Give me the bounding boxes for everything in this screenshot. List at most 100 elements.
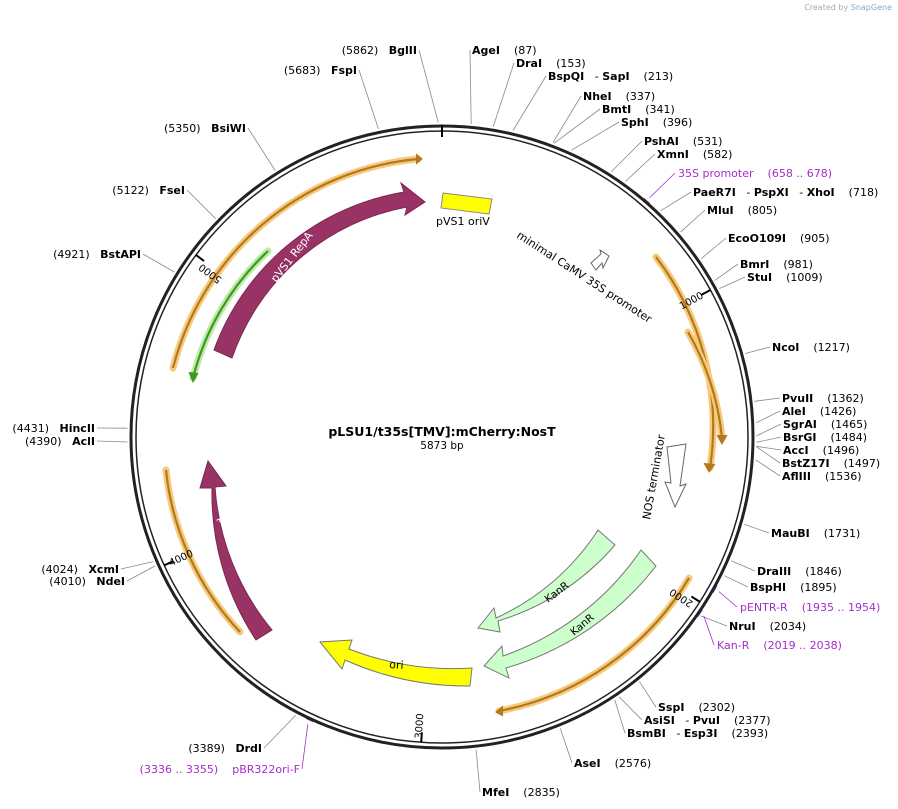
leader-ecoo109i [700,237,727,260]
site-hincii: (4431) HincII [12,422,95,435]
primer-leader-2 [703,615,715,646]
site-fsei: (5122) FseI [112,184,185,197]
feature-pvs1-oriv [440,192,493,215]
site-bmri: BmrI (981) [740,258,813,271]
site-pvuii: PvuII (1362) [782,392,864,405]
leader-bmri [714,263,739,281]
site-ndei: (4010) NdeI [49,575,125,588]
primer-pbr322ori-f: (3336 .. 3355) pBR322ori-F [140,763,300,776]
site-fspi: (5683) FspI [284,64,357,77]
site-ncoi: NcoI (1217) [772,341,850,354]
leader-agei [469,49,472,124]
snapgene-credit: Created by SnapGene [804,3,892,12]
site-mlui: MluI (805) [707,204,777,217]
site-nhei: NheI (337) [583,90,655,103]
site-ecoo109i: EcoO109I (905) [728,232,830,245]
site-bsphi: BspHI (1895) [750,581,837,594]
site-sspi: SspI (2302) [658,701,735,714]
leader-bsiwi [247,127,276,171]
leader-pvuii [754,397,781,402]
tick-label-3000: 3000 [414,713,427,739]
site-bsmbi: BsmBI - Esp3I (2393) [627,727,768,740]
primer-leader-3 [301,724,309,770]
site-acci: AccI (1496) [783,444,859,457]
site-acli: (4390) AclI [25,435,95,448]
leader-sspi [639,681,657,708]
feature-minimal-camv-35s-promoter [590,248,610,271]
feature-pvs1-repa [213,181,426,359]
site-bmti: BmtI (341) [602,103,675,116]
leader-maubi [744,523,770,534]
site-bsiwi: (5350) BsiWI [164,122,246,135]
feature-kanr-1 [477,529,616,633]
leader-asisi [618,696,643,721]
leader-asei [559,728,573,764]
leader-mlui [680,209,706,233]
leader-pshai [610,140,643,173]
primer-pentr-r: pENTR-R (1935 .. 1954) [740,601,880,614]
site-xcmi: (4024) XcmI [41,563,119,576]
plasmid-size: 5873 bp [420,440,464,452]
feature-kanr-2 [483,549,657,679]
leader-stui [719,276,746,289]
feature-ori [318,639,473,687]
leader-acci [756,445,782,451]
features [199,181,687,687]
leader-bspqi [512,75,547,131]
orf-arcs [162,153,728,717]
site-mfei: MfeI (2835) [482,786,560,799]
leader-sgrai [756,423,782,437]
tick-1000 [701,289,711,296]
label-minimal-camv-35s-promoter: minimal CaMV 35S promoter [514,229,654,326]
leader-nhei [552,95,582,143]
label-nos-terminator: NOS terminator [640,433,668,520]
leader-xcmi [120,561,154,570]
site-nrui: NruI (2034) [729,620,806,633]
tick-4000 [163,560,174,567]
site-maubi: MauBI (1731) [771,527,860,540]
leader-afliii [755,459,781,477]
site-afliii: AflIII (1536) [782,470,862,483]
leader-acli [96,440,128,443]
feature-nos-terminator [664,443,687,509]
leader-bsmbi [614,699,626,734]
leader-xmni [625,153,656,182]
snapgene-logo: SnapGene [850,3,892,12]
site-drai: DraI (153) [516,57,586,70]
leader-ncoi [745,346,771,354]
site-sgrai: SgrAI (1465) [783,418,867,431]
site-bstz17i: BstZ17I (1497) [782,457,880,470]
label-pvs1-oriv: pVS1 oriV [436,215,490,228]
tick-3000 [420,732,423,743]
feature-pvs1-staa [199,459,273,641]
leader-bstz17i [756,446,781,464]
leader-mfei [475,749,481,793]
plasmid-title: pLSU1/t35s[TMV]:mCherry:NosT [328,424,556,439]
leader-nrui [700,615,728,627]
site-agei: AgeI (87) [472,44,537,57]
leader-bsrgi [756,436,782,443]
leader-bsphi [724,575,749,588]
label-ori: ori [389,658,404,672]
site-draiii: DraIII (1846) [757,565,842,578]
site-paer7i: PaeR7I - PspXI - XhoI (718) [693,186,878,199]
site-xmni: XmnI (582) [657,148,732,161]
credit-prefix: Created by [804,3,849,12]
site-sphi: SphI (396) [621,116,692,129]
leader-paer7i [660,191,692,212]
primer-kan-r: Kan-R (2019 .. 2038) [717,639,842,652]
site-labels: (5862) BglII AgeI (87)DraI (153)BspQI - S… [12,44,880,799]
leader-sphi [571,121,620,151]
site-drdi: (3389) DrdI [188,742,262,755]
site-bglii: (5862) BglII [342,44,417,57]
site-stui: StuI (1009) [747,271,823,284]
leader-bmti [553,108,601,144]
site-alei: AleI (1426) [782,405,856,418]
primer-35s-promoter: 35S promoter (658 .. 678) [678,167,832,180]
leader-bglii [418,49,439,123]
leader-drai [492,62,515,127]
site-bspqi: BspQI - SapI (213) [548,70,673,83]
tick-2000 [690,595,701,603]
site-bstapi: (4921) BstAPI [53,248,141,261]
